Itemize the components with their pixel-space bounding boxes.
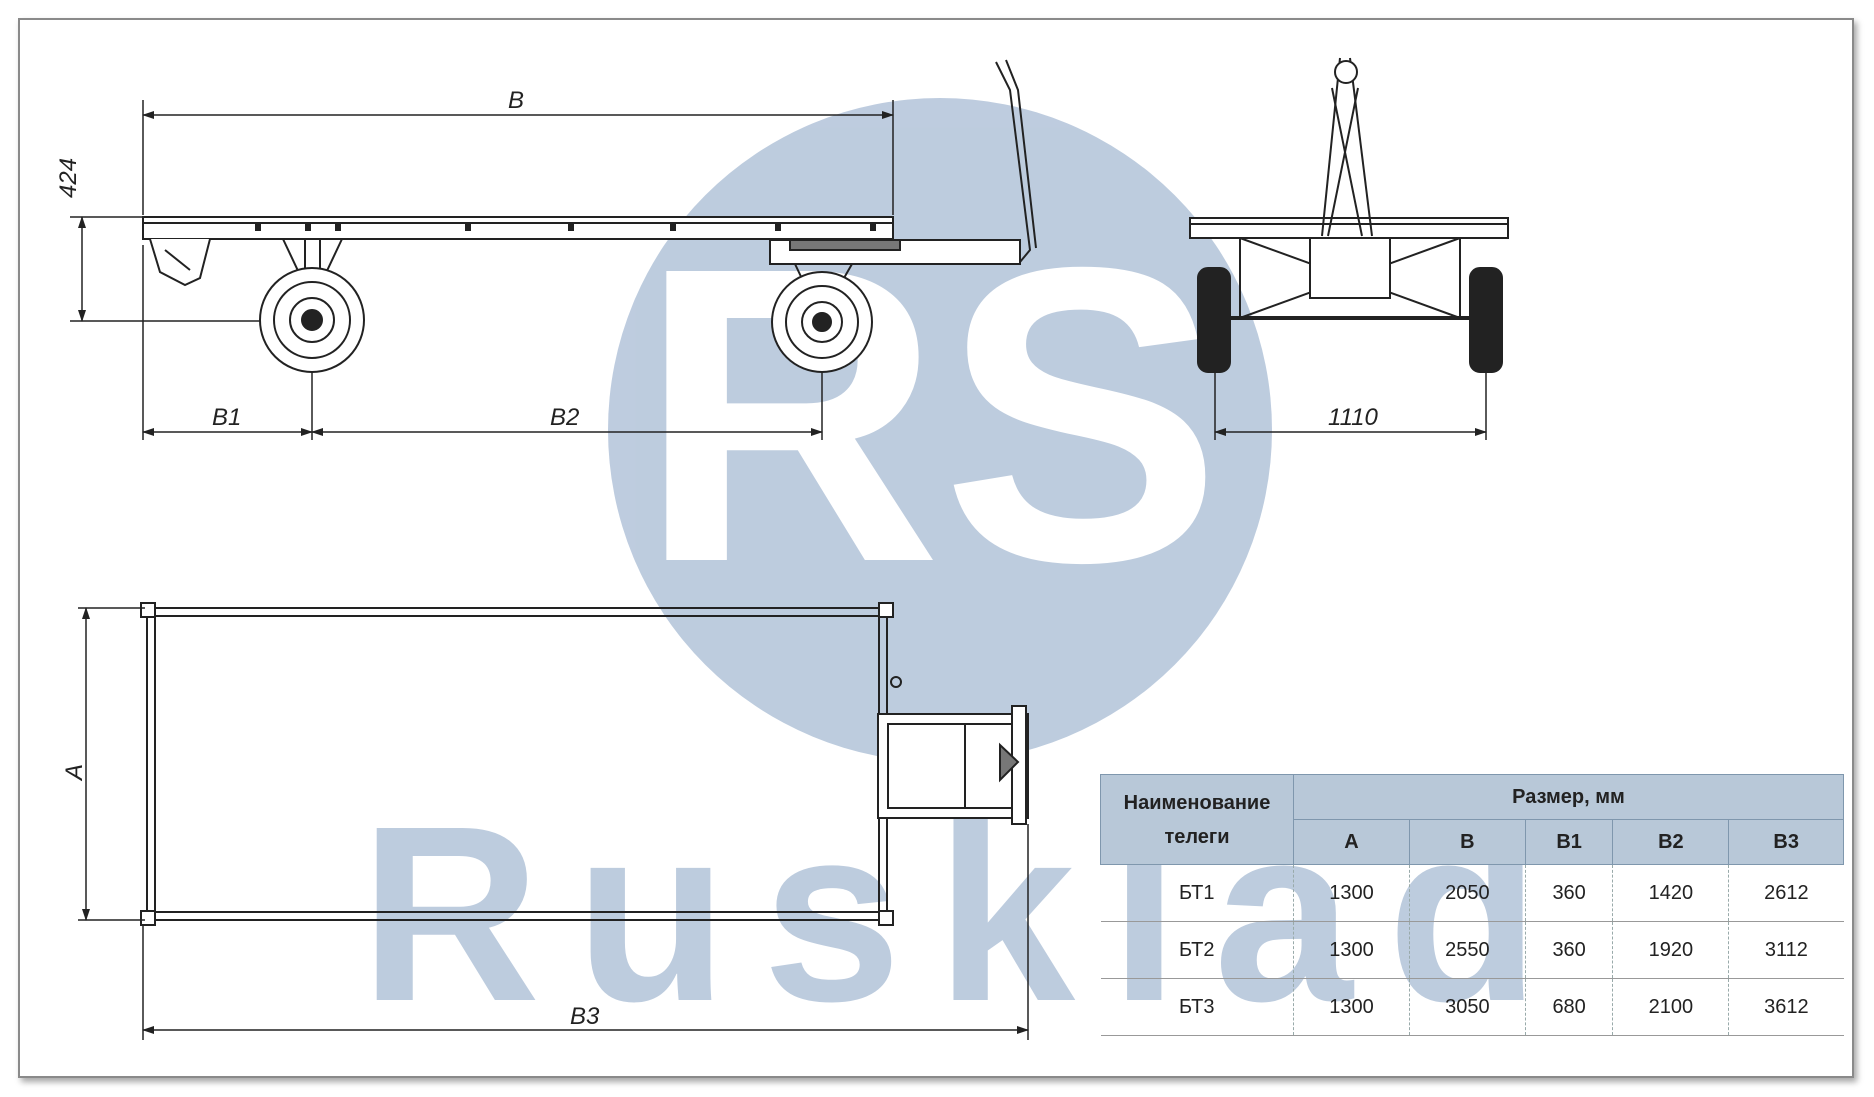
front-view-dimensions — [1214, 372, 1487, 440]
rear-wheel — [259, 267, 365, 373]
cell-a: 1300 — [1293, 864, 1410, 922]
cell-b: 3050 — [1409, 978, 1526, 1036]
cell-b: 2550 — [1409, 921, 1526, 979]
front-wheel — [771, 271, 873, 373]
cell-b2: 1420 — [1612, 864, 1730, 922]
side-view — [142, 59, 1037, 373]
column-header-a: A — [1293, 819, 1410, 865]
cell-a: 1300 — [1293, 921, 1410, 979]
cell-b1: 680 — [1525, 978, 1614, 1036]
table-header-row: Наименование телеги Размер, мм — [1100, 774, 1844, 865]
cell-b1: 360 — [1525, 864, 1614, 922]
dim-track-label: 1110 — [1328, 404, 1378, 431]
dim-wheel-offset-label: B1 — [212, 404, 241, 431]
column-header-b3: B3 — [1728, 819, 1844, 865]
cell-b1: 360 — [1525, 921, 1614, 979]
table-row: БТ3 1300 3050 680 2100 3612 — [1100, 978, 1844, 1036]
cell-a: 1300 — [1293, 978, 1410, 1036]
column-header-b1: B1 — [1524, 819, 1614, 865]
column-header-b: B — [1408, 819, 1526, 865]
name-column-header: Наименование телеги — [1100, 774, 1294, 865]
side-view-dimensions — [70, 100, 894, 440]
column-header-b2: B2 — [1612, 819, 1730, 865]
table-row: БТ2 1300 2550 360 1920 3112 — [1100, 921, 1844, 979]
dim-width-label: A — [61, 764, 88, 782]
top-view — [140, 602, 1029, 926]
cell-b: 2050 — [1409, 864, 1526, 922]
cell-b3: 2612 — [1728, 864, 1844, 922]
table-row: БТ1 1300 2050 360 1420 2612 — [1100, 864, 1844, 922]
cell-b2: 2100 — [1612, 978, 1730, 1036]
front-view — [1189, 57, 1509, 373]
dim-overall-length-label: B3 — [570, 1003, 600, 1030]
dim-wheelbase-label: B2 — [550, 404, 579, 431]
front-view-right-wheel — [1469, 267, 1503, 373]
cell-b3: 3112 — [1728, 921, 1844, 979]
size-table: Наименование телеги Размер, мм A B B1 B2… — [1100, 774, 1844, 1036]
top-view-dimensions — [78, 607, 1029, 1040]
dim-height-label: 424 — [55, 158, 82, 198]
row-name: БТ1 — [1100, 864, 1294, 922]
front-view-left-wheel — [1197, 267, 1231, 373]
cell-b3: 3612 — [1728, 978, 1844, 1036]
cell-b2: 1920 — [1612, 921, 1730, 979]
row-name: БТ3 — [1100, 978, 1294, 1036]
dim-length-label: B — [508, 87, 524, 114]
table-subheader-row: A B B1 B2 B3 — [1101, 819, 1844, 865]
row-name: БТ2 — [1100, 921, 1294, 979]
size-group-header: Размер, мм — [1293, 774, 1844, 820]
